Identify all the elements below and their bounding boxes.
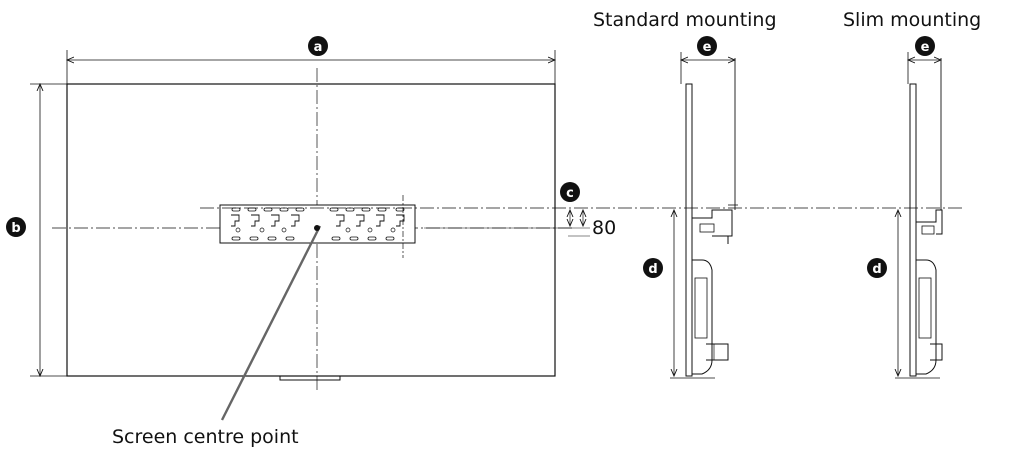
- tv-bottom-base: [279, 375, 341, 381]
- badge-c: c: [560, 182, 580, 202]
- slim-mounting-label: Slim mounting: [843, 9, 981, 31]
- svg-text:b: b: [11, 221, 20, 236]
- badge-b: b: [6, 217, 26, 237]
- screen-centre-point-label: Screen centre point: [112, 426, 299, 448]
- badge-e-standard: e: [697, 36, 717, 56]
- badge-a: a: [308, 36, 328, 56]
- dimension-80-label: 80: [592, 217, 616, 239]
- svg-text:d: d: [872, 262, 881, 277]
- badge-d-standard: d: [643, 258, 663, 278]
- centre-point-leader: [220, 225, 322, 421]
- badge-e-slim: e: [915, 36, 935, 56]
- svg-text:c: c: [566, 186, 574, 201]
- slim-side-view: [895, 52, 943, 379]
- svg-text:d: d: [648, 262, 657, 277]
- svg-text:e: e: [921, 40, 930, 55]
- standard-mounting-label: Standard mounting: [593, 9, 777, 31]
- svg-text:e: e: [703, 40, 712, 55]
- wall-bracket: [200, 195, 965, 258]
- badge-d-slim: d: [867, 258, 887, 278]
- front-view: [30, 50, 965, 421]
- standard-side-view: [670, 52, 738, 379]
- svg-text:a: a: [314, 40, 323, 55]
